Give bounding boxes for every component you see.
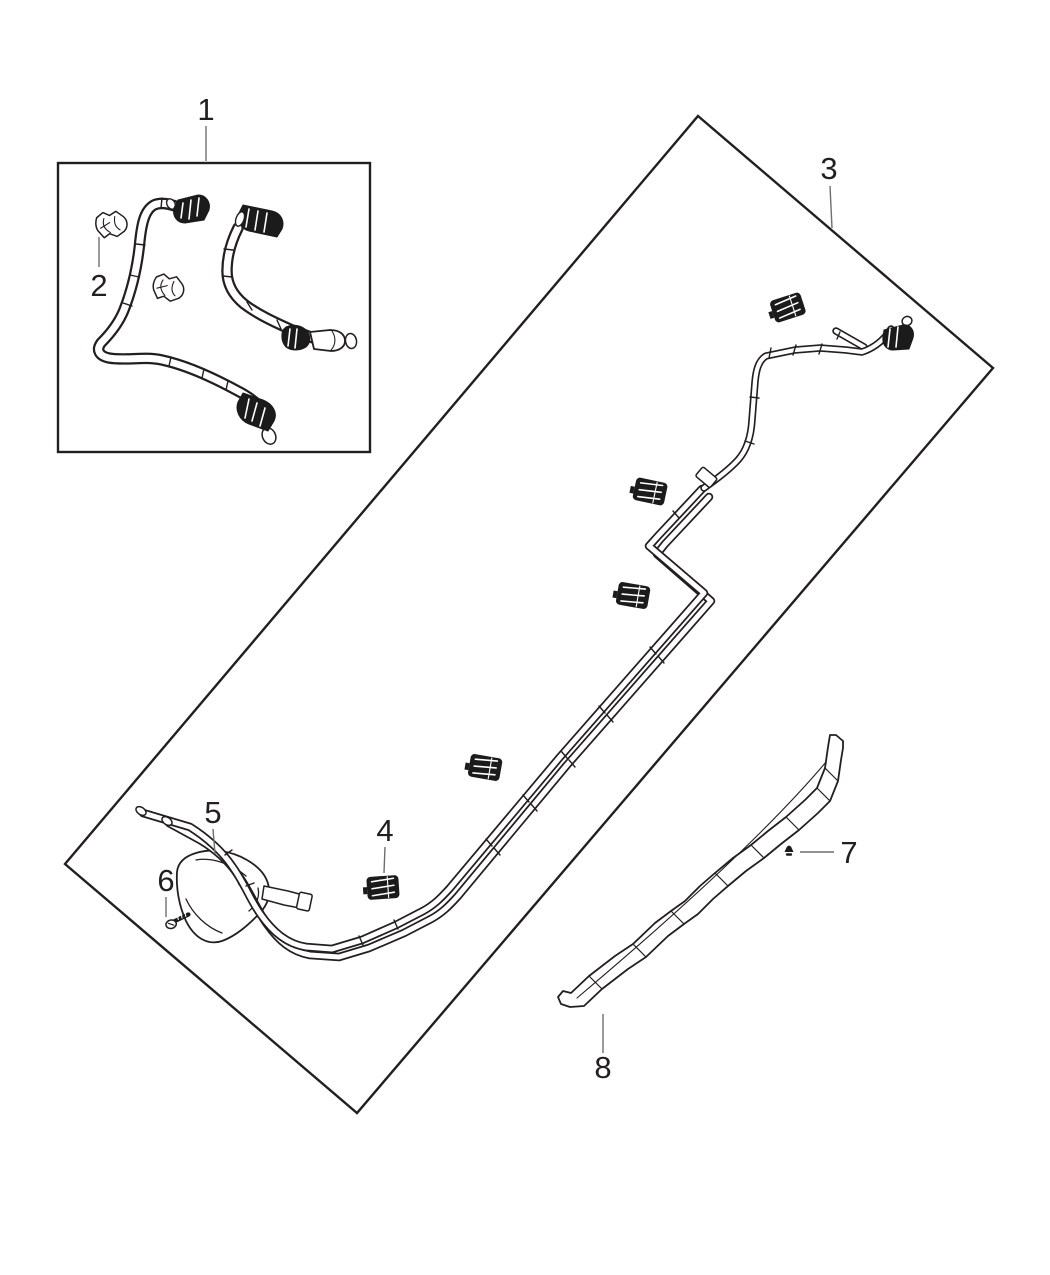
underbody-fuel-line-assembly — [135, 290, 914, 957]
retainer-clip-3 — [610, 579, 652, 611]
shield-rivet — [784, 845, 794, 856]
callout-1-label: 1 — [197, 92, 214, 127]
tube-end-cap-1 — [135, 805, 147, 817]
quick-connector-rear-end — [281, 324, 358, 352]
retainer-clip-2 — [627, 475, 669, 507]
callout-3-label: 3 — [820, 151, 837, 186]
rear-fuel-line — [223, 204, 358, 352]
bracket-arm-fitting — [295, 891, 313, 912]
fuel-line-bracket — [175, 849, 313, 944]
main-view-frame — [63, 114, 995, 1115]
callout-5-leader — [212, 828, 216, 855]
retainer-clip-outline-2 — [150, 271, 187, 304]
callout-5-label: 5 — [204, 795, 221, 830]
callout-4-leader — [383, 846, 386, 874]
callout-2-label: 2 — [90, 268, 107, 303]
quick-connector-front-top — [173, 194, 210, 224]
tube-end-cap-2 — [161, 815, 173, 827]
retainer-clip-outline-1 — [93, 208, 130, 241]
retainer-clip-1 — [764, 290, 808, 326]
callout-6-label: 6 — [157, 863, 174, 898]
callout-4-label: 4 — [376, 813, 393, 848]
retainer-clip-4 — [462, 751, 504, 783]
front-fuel-line — [99, 194, 277, 445]
inset-box-frame — [56, 161, 372, 454]
main-fuel-line-bundle — [135, 489, 711, 957]
quick-connector-front-bottom — [236, 392, 277, 445]
callout-labels: 1 2 3 4 5 6 7 8 — [90, 92, 857, 1085]
quick-connector-rear-top — [234, 204, 284, 238]
callout-7-label: 7 — [840, 835, 857, 870]
callout-3-leader — [829, 185, 833, 229]
inset-fuel-line-assembly — [93, 194, 358, 445]
fuel-supply-line — [695, 329, 891, 488]
quick-connector-tank-end — [882, 315, 914, 351]
retainer-clip-5 — [361, 874, 401, 902]
callout-8-label: 8 — [594, 1050, 611, 1085]
inline-fitting — [695, 466, 718, 488]
callout-leaders — [98, 126, 834, 1053]
fuel-line-shield — [557, 734, 844, 1008]
